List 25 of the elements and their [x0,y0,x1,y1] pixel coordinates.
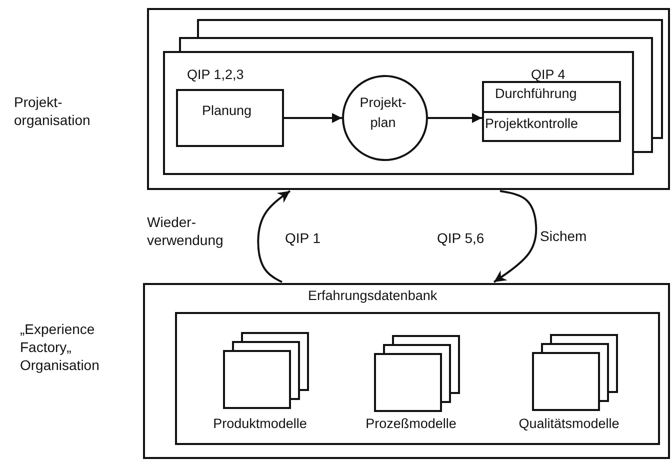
phase-label: QIP 1 [285,229,321,248]
arrow [257,190,291,283]
result-circle [342,75,428,161]
process-box [176,89,284,147]
heading-label: Erfahrungsdatenbank [308,288,438,304]
node-label: Planung [202,103,252,119]
organization-label: „Experience Factory„ Organisation [20,320,100,375]
node-label: Projektkontrolle [485,116,578,132]
process-box [482,81,621,142]
arrow [428,113,482,123]
database-box [175,312,660,445]
node-label: Durchführung [495,86,577,102]
node-label: Projekt- plan [358,94,408,132]
phase-label: QIP 1,2,3 [187,67,244,83]
project-frame [163,51,634,175]
phase-label: QIP 4 [531,67,566,83]
organization-frame [147,8,670,190]
arrow [493,190,538,283]
node-label: Produktmodelle [212,416,308,432]
node-label: Qualitätsmodelle [518,416,620,432]
phase-label: QIP 5,6 [437,229,484,248]
organization-label: Projekt- organisation [14,93,92,130]
arrow [284,113,342,123]
organization-frame [143,283,670,459]
node-label: Prozeßmodelle [364,416,458,432]
